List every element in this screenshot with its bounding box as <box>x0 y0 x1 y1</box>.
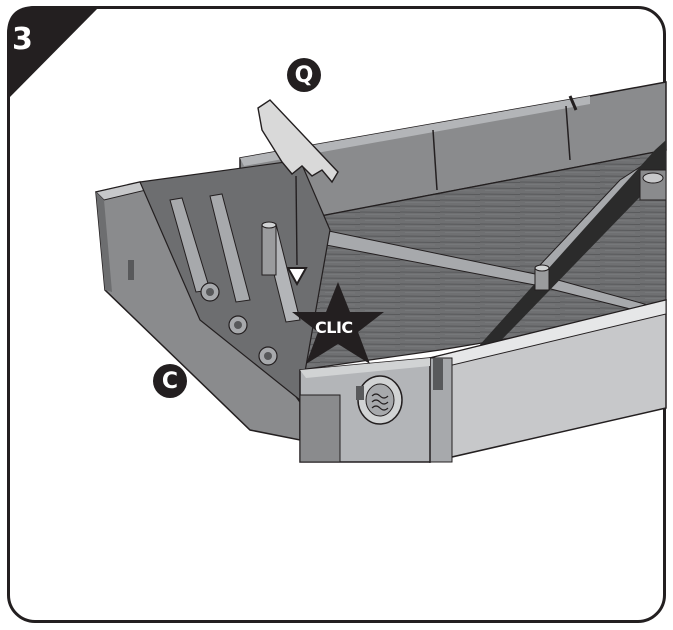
part-label-q: Q <box>287 58 321 92</box>
key-part-q <box>257 99 339 266</box>
insert-arrow-icon <box>286 267 308 287</box>
step-tab <box>7 6 100 100</box>
dark-strap <box>468 140 666 358</box>
center-post <box>534 264 550 291</box>
part-label-c: C <box>153 364 187 398</box>
clic-star-icon <box>292 282 384 364</box>
back-wall <box>239 81 667 231</box>
step-number: 3 <box>12 22 33 57</box>
latch-knob <box>356 375 403 425</box>
left-screws <box>200 282 278 366</box>
clic-label: CLIC <box>315 318 353 337</box>
corner-post <box>639 169 667 201</box>
peg-slot <box>261 221 277 276</box>
